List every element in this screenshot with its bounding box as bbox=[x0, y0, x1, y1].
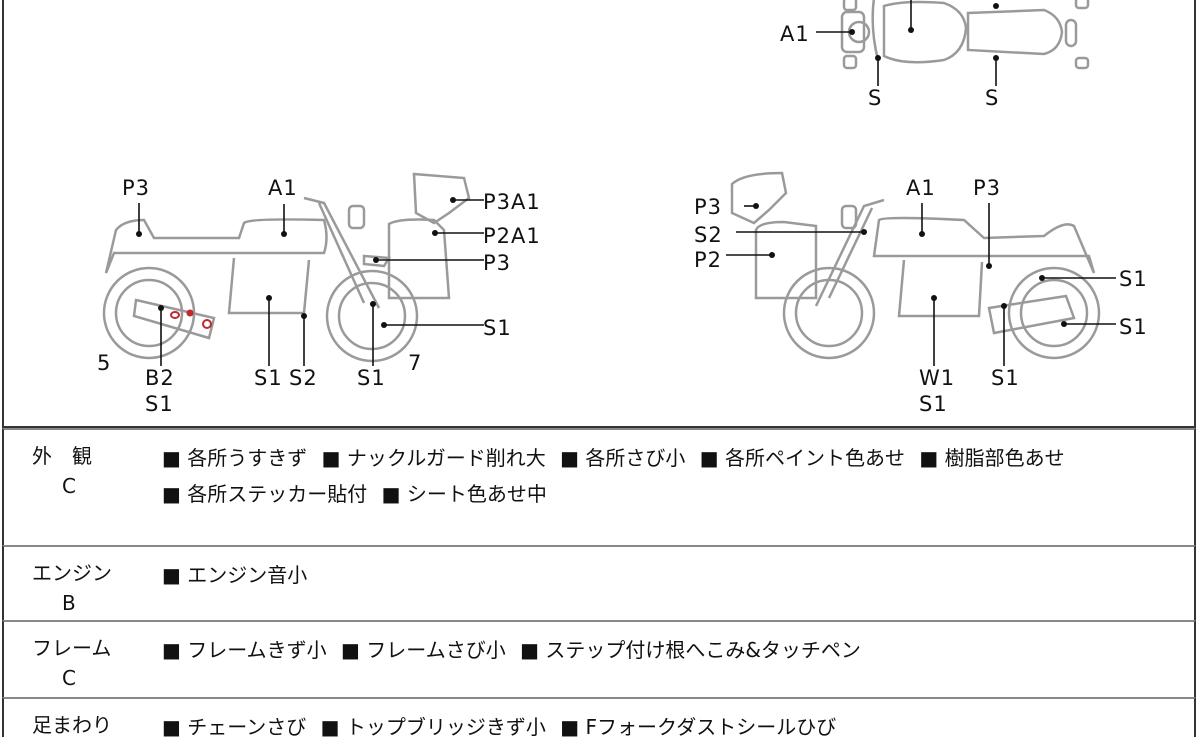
bullet-icon: ■ bbox=[560, 446, 579, 470]
bullet-icon: ■ bbox=[320, 715, 340, 739]
motorcycle-sketches bbox=[102, 0, 1116, 366]
bullet-icon: ■ bbox=[560, 715, 580, 739]
top-label-s-front: S bbox=[868, 86, 883, 110]
left-label: 7 bbox=[408, 351, 423, 375]
left-label: S1 bbox=[145, 392, 174, 416]
bullet-icon: ■ bbox=[699, 446, 719, 470]
condition-row-frame: フレーム C ■ フレームきず小 ■ フレームさび小 ■ ステップ付け根へこみ&… bbox=[2, 620, 1196, 697]
top-label-s-rear: S bbox=[985, 86, 1000, 110]
row-item: チェーンさび bbox=[187, 715, 307, 739]
row-items: ■ チェーンさび ■ トップブリッジきず小 ■ Fフォークダストシールひび bbox=[162, 709, 1172, 745]
left-label: P2A1 bbox=[483, 224, 541, 248]
bullet-icon: ■ bbox=[162, 482, 181, 506]
right-label: W1 bbox=[919, 366, 956, 390]
top-view-bike bbox=[840, 0, 1090, 70]
row-items: ■ 各所うすきず ■ ナックルガード削れ大 ■ 各所さび小 ■ 各所ペイント色あ… bbox=[162, 440, 1172, 512]
left-label: S1 bbox=[357, 366, 386, 390]
row-grade: C bbox=[62, 474, 76, 498]
row-item: 各所うすきず bbox=[187, 446, 308, 470]
left-side-bike bbox=[102, 172, 471, 363]
row-item: フレームきず小 bbox=[187, 638, 327, 662]
row-item: エンジン音小 bbox=[187, 563, 308, 587]
left-label: S2 bbox=[289, 366, 318, 390]
bullet-icon: ■ bbox=[381, 482, 401, 506]
right-label: A1 bbox=[906, 176, 936, 200]
row-items: ■ フレームきず小 ■ フレームさび小 ■ ステップ付け根へこみ&タッチペン bbox=[162, 632, 1172, 668]
right-label: S1 bbox=[991, 366, 1020, 390]
bullet-icon: ■ bbox=[162, 638, 181, 662]
right-label: S1 bbox=[919, 392, 948, 416]
row-category: フレーム bbox=[32, 636, 112, 660]
bullet-icon: ■ bbox=[162, 446, 181, 470]
damage-diagram: A1 S S P3 A1 P3A1 P2A1 P3 S1 5 B2 S1 S1 … bbox=[2, 0, 1196, 428]
row-item: ナックルガード削れ大 bbox=[346, 446, 546, 470]
bullet-icon: ■ bbox=[162, 715, 181, 739]
row-grade: C bbox=[62, 666, 76, 690]
left-label: B2 bbox=[145, 366, 175, 390]
top-label-a1: A1 bbox=[780, 22, 810, 46]
row-category: 外 観 bbox=[32, 444, 92, 468]
leader-lines bbox=[138, 0, 1116, 366]
left-label: P3 bbox=[483, 251, 512, 275]
bullet-icon: ■ bbox=[341, 638, 360, 662]
right-label: P3 bbox=[694, 195, 723, 219]
row-items: ■ エンジン音小 bbox=[162, 557, 1172, 593]
bullet-icon: ■ bbox=[321, 446, 341, 470]
row-grade: B bbox=[62, 591, 76, 615]
bullet-icon: ■ bbox=[520, 638, 539, 662]
bullet-icon: ■ bbox=[919, 446, 939, 470]
exhaust-damage-marks bbox=[170, 309, 212, 329]
row-item: 各所さび小 bbox=[585, 446, 686, 470]
left-label: S1 bbox=[483, 316, 512, 340]
condition-row-engine: エンジン B ■ エンジン音小 bbox=[2, 545, 1196, 620]
bullet-icon: ■ bbox=[162, 563, 181, 587]
condition-row-exterior: 外 観 C ■ 各所うすきず ■ ナックルガード削れ大 ■ 各所さび小 ■ 各所… bbox=[2, 428, 1196, 545]
marker-dots bbox=[136, 3, 1067, 328]
right-label: S1 bbox=[1119, 315, 1148, 339]
right-side-bike bbox=[730, 171, 1101, 360]
right-label: S1 bbox=[1119, 267, 1148, 291]
right-label: P3 bbox=[973, 176, 1002, 200]
row-item: シート色あせ中 bbox=[406, 482, 547, 506]
row-item: ステップ付け根へこみ&タッチペン bbox=[545, 638, 861, 662]
condition-row-suspension: 足まわり ■ チェーンさび ■ トップブリッジきず小 ■ Fフォークダストシール… bbox=[2, 697, 1196, 739]
row-item: トップブリッジきず小 bbox=[345, 715, 546, 739]
row-item: フレームさび小 bbox=[366, 638, 506, 662]
left-label: S1 bbox=[254, 366, 283, 390]
row-item: Fフォークダストシールひび bbox=[585, 715, 837, 739]
left-label: A1 bbox=[268, 176, 298, 200]
left-label: P3 bbox=[122, 176, 151, 200]
row-category: 足まわり bbox=[32, 713, 112, 737]
row-item: 各所ペイント色あせ bbox=[724, 446, 905, 470]
row-item: 各所ステッカー貼付 bbox=[187, 482, 368, 506]
right-label: P2 bbox=[694, 248, 723, 272]
left-label: P3A1 bbox=[483, 190, 541, 214]
row-item: 樹脂部色あせ bbox=[944, 446, 1065, 470]
row-category: エンジン bbox=[32, 561, 112, 585]
right-label: S2 bbox=[694, 223, 723, 247]
left-label: 5 bbox=[97, 351, 112, 375]
